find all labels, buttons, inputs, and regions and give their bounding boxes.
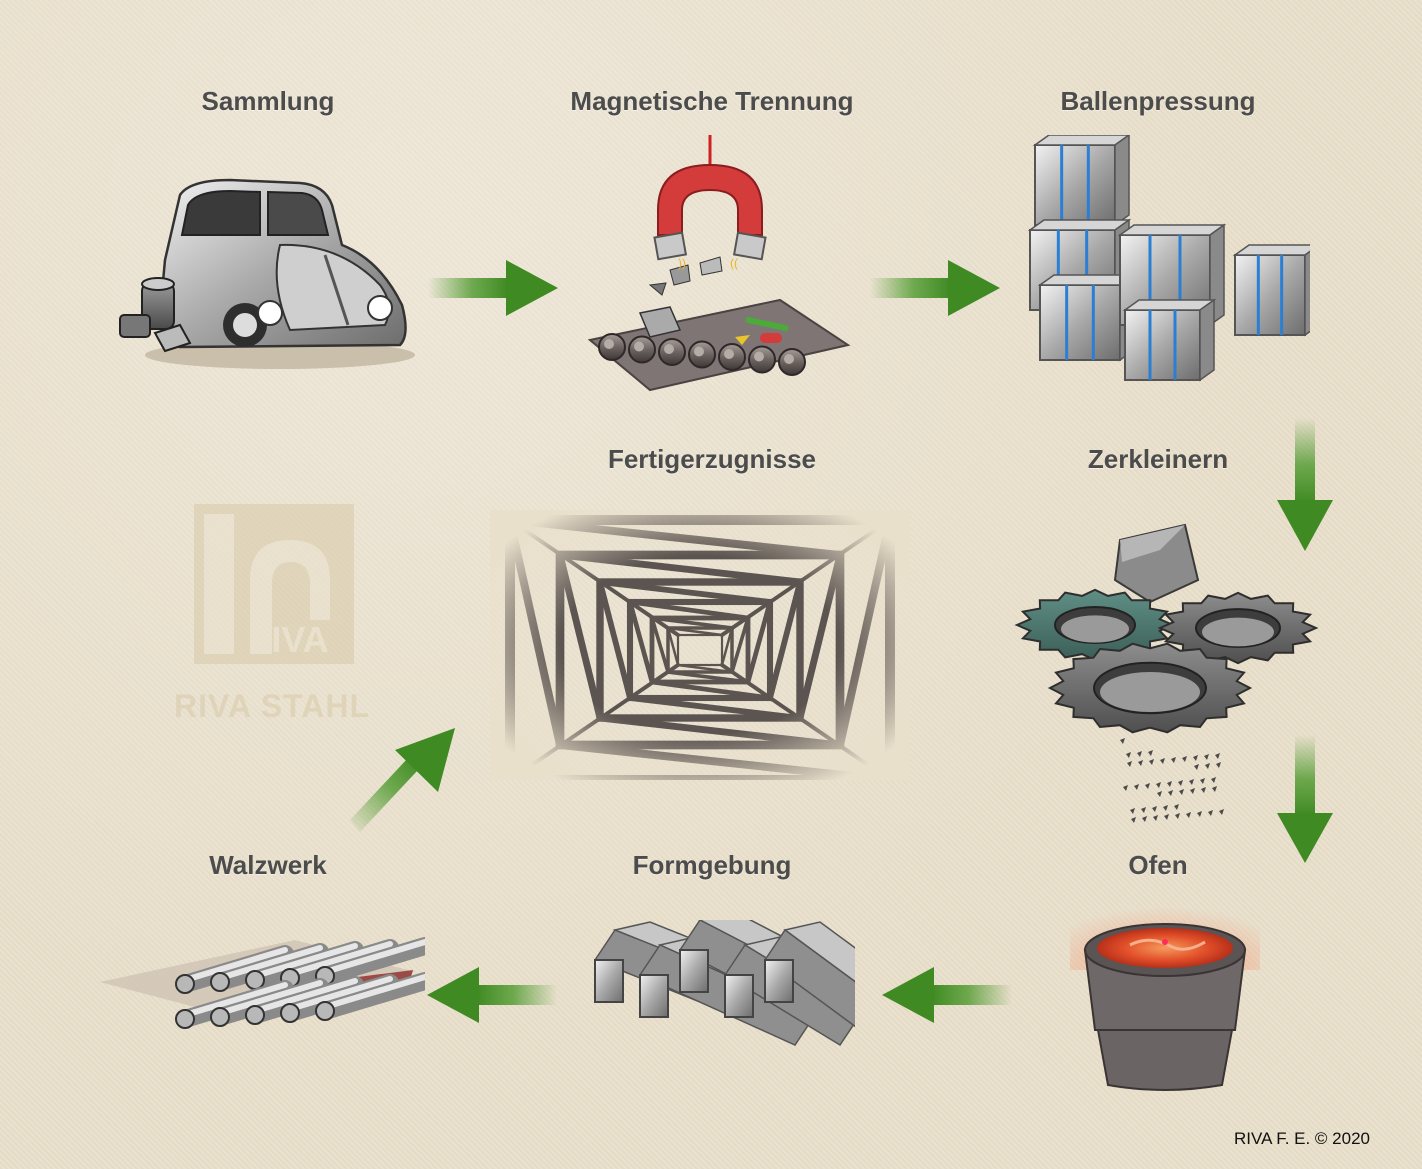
flow-arrow-forming-to-rolling	[427, 967, 557, 1023]
flow-arrow-rolling-to-products	[350, 728, 455, 832]
step-title-rolling-mill: Walzwerk	[209, 850, 327, 880]
conveyor-icon	[587, 298, 851, 392]
car-icon	[119, 178, 415, 369]
flow-arrow-furnace-to-forming	[882, 967, 1012, 1023]
gears-icon	[1014, 523, 1319, 823]
step-title-furnace: Ofen	[1128, 850, 1188, 880]
rods-icon	[100, 937, 425, 1029]
step-title-collection: Sammlung	[201, 86, 335, 116]
flow-arrow-separation-to-baling	[870, 260, 1000, 316]
flow-arrow-shredding-to-furnace	[1277, 735, 1333, 863]
bale-icon	[1027, 135, 1310, 382]
svg-text:)): ))	[678, 256, 686, 270]
step-title-finished-products: Fertigerzugnisse	[607, 444, 817, 474]
step-title-forming: Formgebung	[632, 850, 792, 880]
truss-tower-icon	[490, 510, 910, 780]
steel-bars-icon	[593, 920, 855, 1047]
copyright-notice: RIVA F. E. © 2020	[1234, 1129, 1370, 1148]
step-title-baling: Ballenpressung	[1060, 86, 1256, 116]
svg-text:((: ((	[730, 256, 738, 270]
watermark-logo-letters: IVA	[271, 619, 328, 660]
flow-arrow-collection-to-separation	[428, 260, 558, 316]
watermark-company-name: RIVA STAHL	[173, 688, 371, 724]
riva-watermark-logo: IVA RIVA STAHL	[160, 500, 384, 745]
magnet-icon: )) ((	[648, 135, 767, 296]
flow-arrow-baling-to-shredding	[1277, 418, 1333, 551]
step-title-shredding: Zerkleinern	[1087, 444, 1229, 474]
step-title-magnetic-separation: Magnetische Trennung	[570, 86, 854, 116]
crucible-icon	[1070, 880, 1260, 1091]
